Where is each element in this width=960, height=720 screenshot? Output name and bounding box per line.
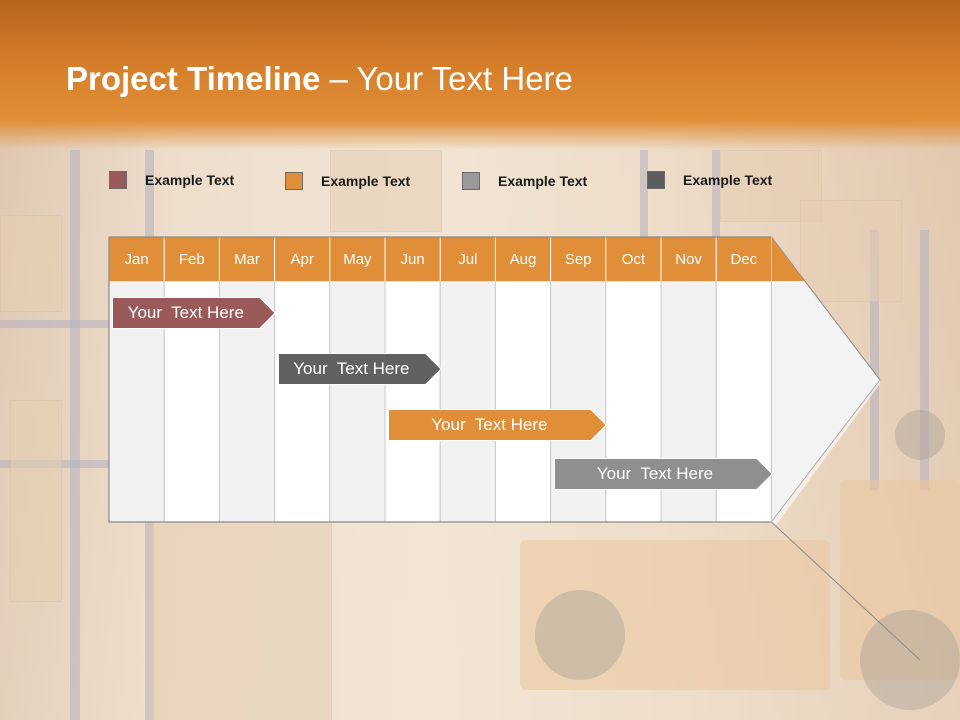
arrow-shadow-line xyxy=(771,521,921,661)
legend-swatch-4 xyxy=(647,171,665,189)
month-label-apr: Apr xyxy=(290,250,314,268)
month-label-aug: Aug xyxy=(509,250,537,268)
legend-swatch-2 xyxy=(285,172,303,190)
task-arrow-shape-1 xyxy=(112,297,276,329)
legend-label-3: Example Text xyxy=(498,173,588,189)
task-bar-2: Your Text Here xyxy=(277,353,442,385)
month-label-jun: Jun xyxy=(400,250,425,268)
slide-title: Project Timeline – Your Text Here xyxy=(66,60,573,98)
title-banner: Project Timeline – Your Text Here xyxy=(0,0,960,150)
task-label-1: Your Text Here xyxy=(127,303,244,322)
slide-title-rest: – Your Text Here xyxy=(320,60,573,97)
month-label-dec: Dec xyxy=(730,250,758,268)
task-label-3: Your Text Here xyxy=(431,415,548,434)
legend-swatch-3 xyxy=(462,172,480,190)
month-label-nov: Nov xyxy=(675,250,702,268)
month-label-oct: Oct xyxy=(621,250,646,268)
legend-label-1: Example Text xyxy=(145,172,235,188)
month-label-jul: Jul xyxy=(458,250,478,268)
slide-title-bold: Project Timeline xyxy=(66,60,321,97)
task-arrow-shape-3 xyxy=(388,409,607,441)
month-label-jan: Jan xyxy=(124,250,149,268)
month-header-band xyxy=(109,237,805,281)
task-bar-3: Your Text Here xyxy=(388,409,607,441)
month-column-may xyxy=(329,280,386,523)
task-bar-1: Your Text Here xyxy=(112,297,276,329)
task-arrow-shape-2 xyxy=(277,353,442,385)
month-column-aug xyxy=(494,280,552,523)
task-label-4: Your Text Here xyxy=(596,464,714,483)
month-label-sep: Sep xyxy=(564,250,592,268)
month-column-jun xyxy=(384,280,441,523)
legend-swatch-1 xyxy=(109,171,127,189)
task-label-2: Your Text Here xyxy=(293,359,410,378)
month-label-mar: Mar xyxy=(234,250,260,268)
month-column-jul xyxy=(439,280,496,523)
legend-label-4: Example Text xyxy=(683,172,773,188)
legend-label-2: Example Text xyxy=(321,173,411,189)
grid-outline xyxy=(108,236,772,523)
month-column-apr xyxy=(274,280,331,523)
month-label-feb: Feb xyxy=(178,250,205,268)
month-label-may: May xyxy=(343,250,372,268)
arrow-edge xyxy=(771,380,880,526)
task-arrow-shape-4 xyxy=(553,458,773,490)
task-bar-4: Your Text Here xyxy=(553,458,773,490)
